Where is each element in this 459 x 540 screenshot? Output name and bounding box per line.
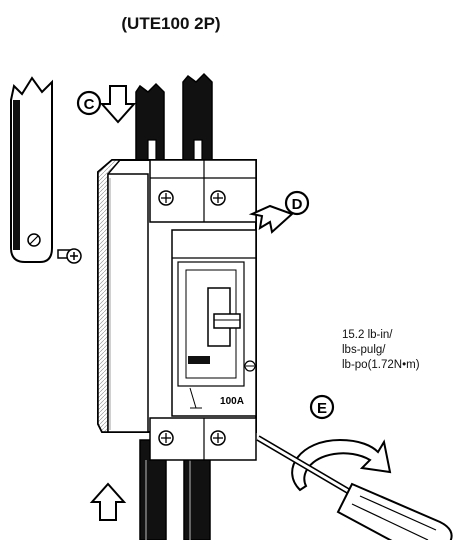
arrow-left-icon: [248, 204, 294, 234]
svg-text:100A: 100A: [220, 396, 244, 407]
callout-e: E: [309, 394, 335, 420]
circuit-breaker-body: [97, 159, 257, 461]
svg-text:E: E: [317, 400, 327, 417]
callout-c: C: [76, 90, 102, 116]
torque-line-1: 15.2 lb-in/: [342, 329, 393, 341]
diagram-title: (UTE100 2P): [121, 14, 221, 33]
upper-cables: [135, 72, 213, 171]
torque-line-3: lb-po(1.72N•m): [342, 359, 420, 371]
torque-specification: 15.2 lb-in/ lbs-pulg/ lb-po(1.72N•m): [342, 328, 420, 373]
terminal-screws: [158, 190, 256, 446]
screwdriver-icon: [256, 435, 453, 540]
callout-d: D: [284, 190, 310, 216]
torque-line-2: lbs-pulg/: [342, 344, 386, 356]
rating-label: 100A: [188, 356, 244, 409]
svg-text:C: C: [84, 96, 95, 113]
arrow-up-icon: [89, 482, 127, 521]
arrow-down-icon: [99, 85, 137, 124]
terminal-screw-loose: [57, 248, 82, 264]
rotate-clockwise-icon: [291, 438, 392, 492]
busbar-conductor: [10, 76, 53, 263]
svg-text:D: D: [292, 196, 303, 213]
breaker-toggle-handle: [207, 287, 241, 347]
